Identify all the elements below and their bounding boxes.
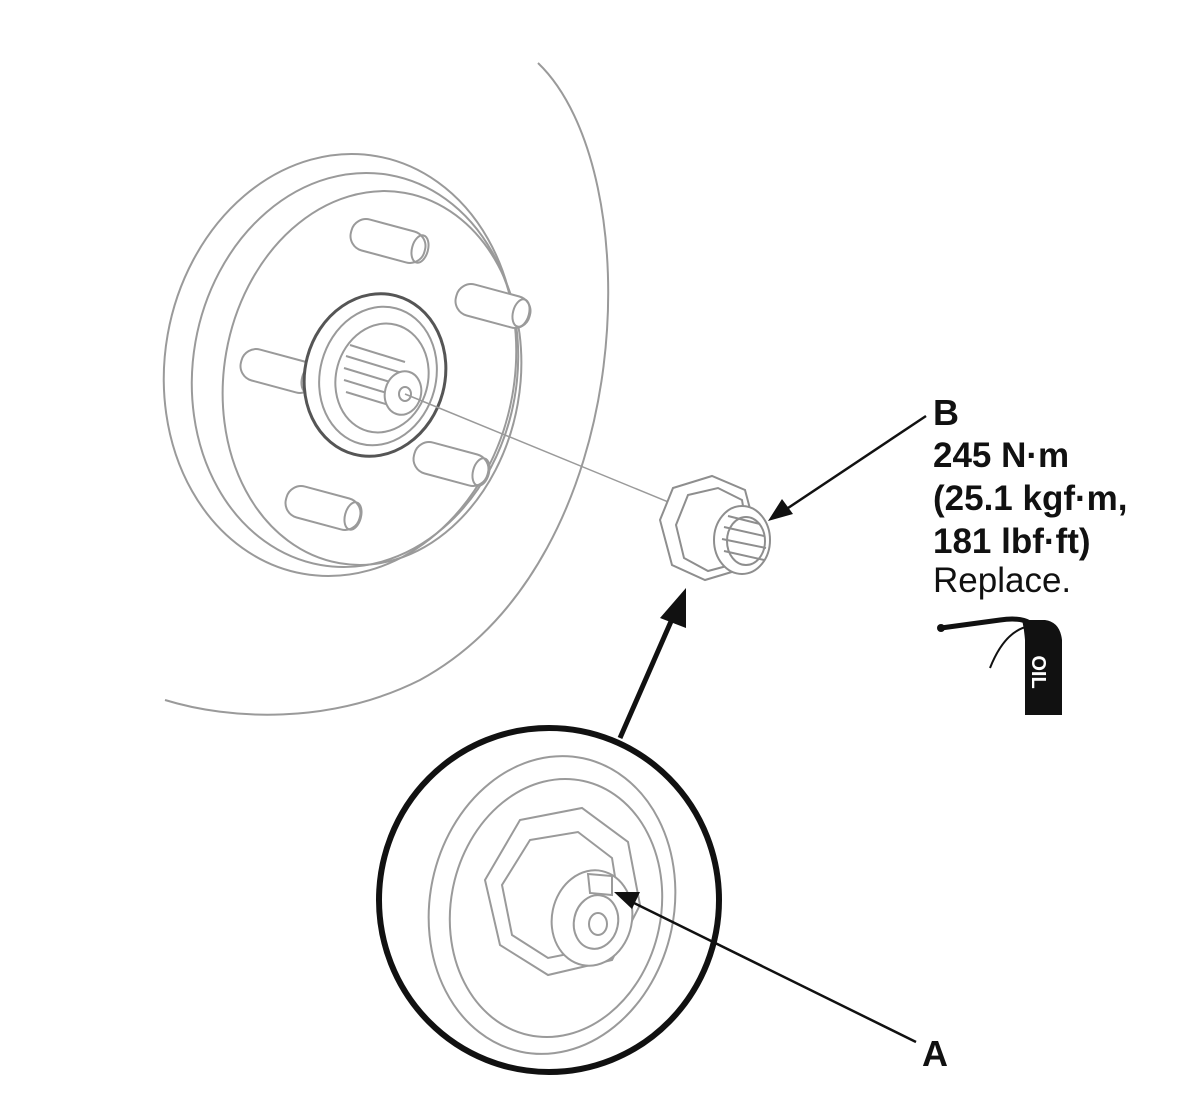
hub-flange-rim (190, 171, 520, 569)
wheel-studs (239, 218, 532, 531)
wheel-stud (454, 283, 532, 329)
driveshaft-spline (343, 344, 406, 410)
replace-note: Replace. (933, 561, 1072, 600)
install-direction-arrow (617, 588, 686, 740)
torque-spec-kgf: (25.1 kgf·m, (933, 479, 1128, 518)
wheel-stud (349, 218, 430, 264)
callout-a-leader (614, 892, 917, 1044)
detail-view-circle (376, 725, 722, 1075)
wheel-hub-assembly (162, 62, 701, 716)
torque-spec-nm: 245 N·m (933, 436, 1070, 475)
spindle-nut (658, 474, 771, 582)
callout-b-letter: B (933, 392, 959, 433)
oil-can-label: OIL (1027, 655, 1049, 688)
stake-notch (586, 872, 613, 897)
axis-centerline (404, 393, 701, 516)
wheel-stud (412, 441, 491, 487)
callout-a-letter: A (922, 1033, 948, 1074)
brake-disc-outer-edge (164, 62, 610, 716)
callout-b-leader (768, 414, 927, 521)
oil-can-icon: OIL (937, 616, 1062, 715)
torque-spec-lbf: 181 lbf·ft) (933, 522, 1091, 561)
hub-center (302, 292, 448, 458)
hub-flange-inner (221, 190, 523, 566)
wheel-stud (284, 485, 363, 531)
hub-flange-outer (162, 153, 518, 577)
